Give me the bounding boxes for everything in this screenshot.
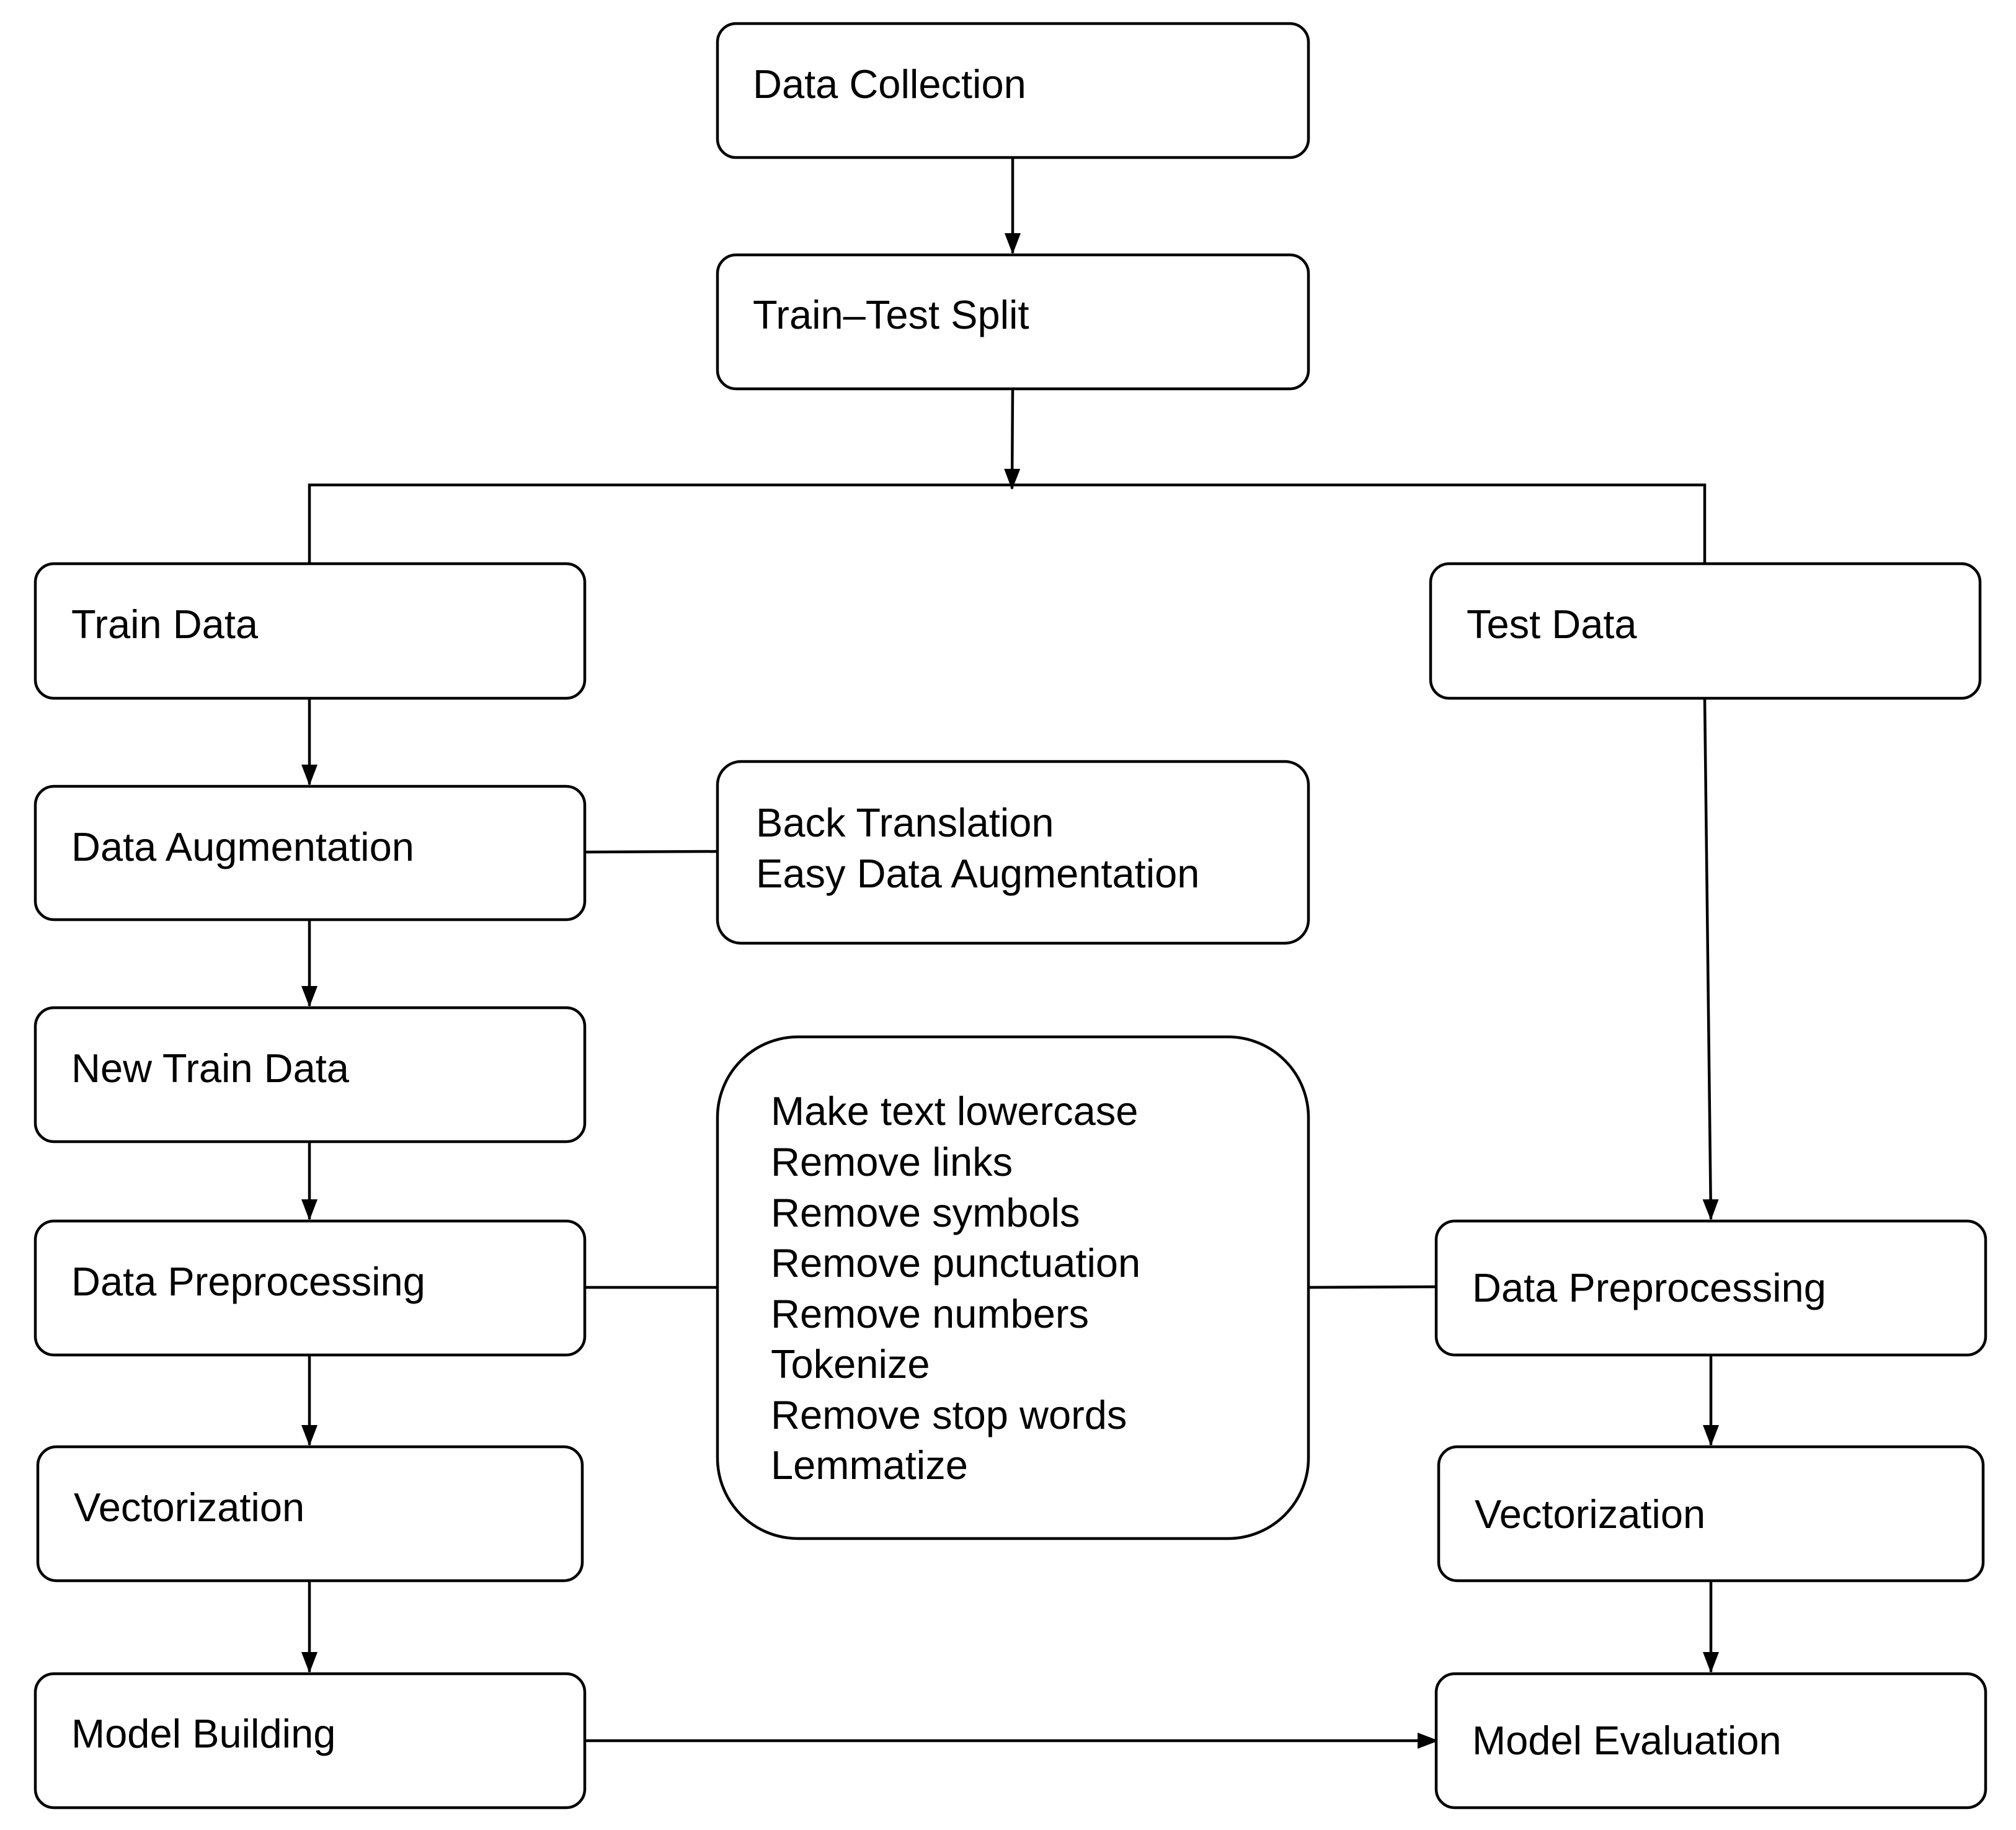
node-model-evaluation-label: Model Evaluation bbox=[1472, 1718, 1782, 1763]
node-train-test-split-label: Train–Test Split bbox=[753, 292, 1029, 337]
preprocessing-step-item: Remove stop words bbox=[771, 1392, 1127, 1437]
node-model-evaluation: Model Evaluation bbox=[1434, 1672, 1987, 1810]
augmentation-method-item: Back Translation bbox=[756, 800, 1054, 845]
preprocessing-step-item: Remove links bbox=[771, 1139, 1013, 1184]
node-test-preprocessing-label: Data Preprocessing bbox=[1472, 1265, 1826, 1310]
node-data-collection: Data Collection bbox=[716, 22, 1310, 159]
node-data-augmentation-label: Data Augmentation bbox=[71, 824, 414, 869]
connectors bbox=[301, 158, 1719, 1749]
arrow-test-to-preprocessing bbox=[1702, 698, 1719, 1220]
preprocessing-step-item: Lemmatize bbox=[771, 1442, 968, 1488]
node-augmentation-methods: Back Translation Easy Data Augmentation bbox=[716, 760, 1310, 945]
link-augmentation-to-methods bbox=[584, 850, 718, 854]
preprocessing-step-item: Remove symbols bbox=[771, 1190, 1080, 1235]
preprocessing-step-item: Make text lowercase bbox=[771, 1088, 1138, 1134]
node-data-collection-label: Data Collection bbox=[753, 61, 1026, 107]
node-model-building: Model Building bbox=[33, 1672, 587, 1810]
node-test-preprocessing: Data Preprocessing bbox=[1434, 1219, 1987, 1357]
node-new-train-data: New Train Data bbox=[33, 1006, 587, 1144]
preprocessing-step-item: Tokenize bbox=[771, 1341, 930, 1387]
node-train-test-split: Train–Test Split bbox=[716, 253, 1310, 391]
node-train-data: Train Data bbox=[33, 562, 587, 700]
node-new-train-data-label: New Train Data bbox=[71, 1046, 350, 1091]
augmentation-method-item: Easy Data Augmentation bbox=[756, 851, 1199, 896]
node-test-vectorization: Vectorization bbox=[1437, 1445, 1985, 1583]
node-data-augmentation: Data Augmentation bbox=[33, 784, 587, 922]
node-test-vectorization-label: Vectorization bbox=[1475, 1491, 1705, 1537]
preprocessing-step-item: Remove numbers bbox=[771, 1291, 1089, 1336]
preprocessing-step-item: Remove punctuation bbox=[771, 1240, 1140, 1286]
node-train-preprocessing-label: Data Preprocessing bbox=[71, 1259, 425, 1304]
node-preprocessing-steps: Make text lowercase Remove links Remove … bbox=[716, 1035, 1310, 1540]
node-model-building-label: Model Building bbox=[71, 1711, 335, 1756]
arrow-split-to-branch bbox=[1004, 388, 1021, 490]
node-test-data: Test Data bbox=[1429, 562, 1982, 700]
node-train-data-label: Train Data bbox=[71, 602, 259, 647]
node-train-vectorization: Vectorization bbox=[36, 1445, 584, 1583]
node-train-preprocessing: Data Preprocessing bbox=[33, 1219, 587, 1357]
branch-connector bbox=[308, 483, 1707, 562]
node-test-data-label: Test Data bbox=[1467, 602, 1637, 647]
node-train-vectorization-label: Vectorization bbox=[74, 1485, 304, 1530]
